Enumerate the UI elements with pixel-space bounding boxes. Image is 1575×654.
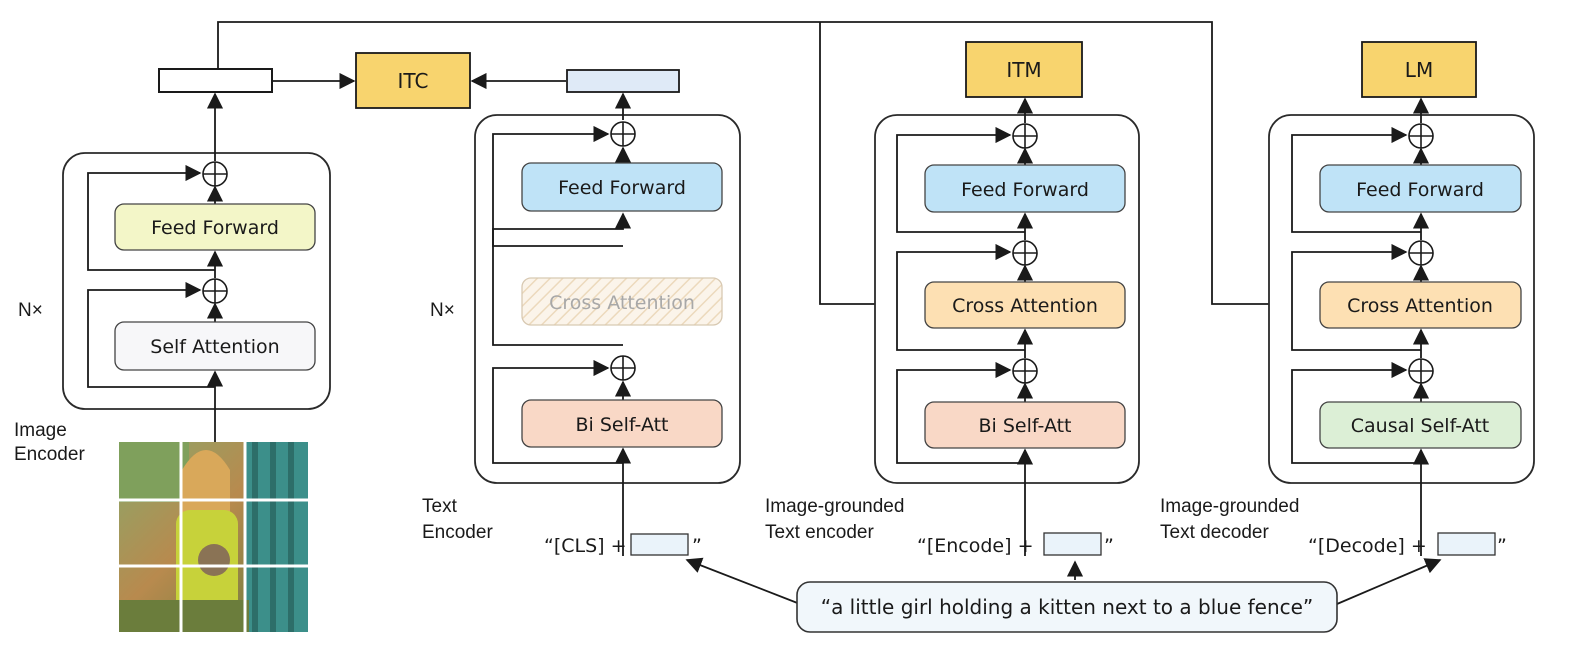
grounded-bi-self-att-label: Bi Self-Att <box>978 415 1071 437</box>
text-embedding-vector <box>566 69 680 93</box>
decoder-feed-forward-label: Feed Forward <box>1356 179 1484 201</box>
grounded-cross-attention-label: Cross Attention <box>952 295 1098 317</box>
residual-add-icon <box>1012 358 1038 384</box>
grounded-decoder-token-box <box>1437 532 1496 556</box>
grounded-decoder-input-suffix: ” <box>1497 535 1507 557</box>
grounded-bi-self-att-block <box>924 401 1126 449</box>
grounded-encoder-token-box <box>1043 532 1102 556</box>
image-grounded-text-encoder: ITM Bi Self-Att Cross Attention Feed For… <box>765 41 1140 557</box>
itm-label: ITM <box>1006 58 1041 82</box>
grounded-encoder-input-prefix: “[Encode] + <box>917 535 1034 557</box>
grounded-feed-forward-block <box>924 164 1126 213</box>
lm-label: LM <box>1405 58 1433 82</box>
grounded-encoder-label-line2: Text encoder <box>765 522 874 543</box>
image-grounded-text-decoder: LM Causal Self-Att Cross Attention Feed … <box>1160 41 1535 557</box>
decoder-feed-forward-block <box>1319 164 1522 213</box>
itm-box <box>965 41 1083 98</box>
text-token-box <box>630 533 689 556</box>
decoder-cross-attention-block <box>1319 281 1522 329</box>
image-encoder-repeat-label: N× <box>18 300 43 321</box>
residual-add-icon <box>1408 358 1434 384</box>
image-encoder: Image Encoder N× Self Attention Feed For… <box>14 68 331 632</box>
text-feed-forward-label: Feed Forward <box>558 177 686 199</box>
causal-self-att-label: Causal Self-Att <box>1351 415 1490 437</box>
itc-box <box>355 52 471 109</box>
grounded-decoder-label-line2: Text decoder <box>1160 522 1269 543</box>
caption-text: “a little girl holding a kitten next to … <box>821 595 1314 619</box>
residual-add-icon <box>1408 240 1434 266</box>
itc-objective: ITC <box>272 52 566 109</box>
grounded-feed-forward-label: Feed Forward <box>961 179 1089 201</box>
text-encoder-repeat-label: N× <box>430 300 455 321</box>
grounded-encoder-label-line1: Image-grounded <box>765 496 904 517</box>
grounded-encoder-input-suffix: ” <box>1104 535 1114 557</box>
input-caption: “a little girl holding a kitten next to … <box>685 557 1442 633</box>
text-encoder-label-line1: Text <box>422 496 458 517</box>
text-encoder-input-suffix: ” <box>692 535 702 557</box>
text-cross-attention-label: Cross Attention <box>549 292 695 314</box>
text-encoder-input-prefix: “[CLS] + <box>544 535 627 557</box>
image-self-attention-block <box>114 321 316 371</box>
residual-add-icon <box>610 355 636 381</box>
residual-add-icon <box>1012 123 1038 149</box>
residual-add-icon <box>202 278 228 304</box>
image-encoder-label-line2: Encoder <box>14 444 85 465</box>
image-feed-forward-label: Feed Forward <box>151 217 279 239</box>
image-feed-forward-block <box>114 203 316 251</box>
image-self-attention-label: Self Attention <box>150 336 279 358</box>
text-encoder: N× Bi Self-Att Cross Attention Feed Forw… <box>422 69 741 557</box>
residual-add-icon <box>610 121 636 147</box>
text-bi-self-att-label: Bi Self-Att <box>575 414 668 436</box>
text-feed-forward-block <box>521 162 723 212</box>
itc-label: ITC <box>398 69 429 93</box>
image-encoder-label-line1: Image <box>14 420 67 441</box>
text-cross-attention-disabled-block <box>521 277 723 326</box>
input-image-patches <box>119 442 308 632</box>
caption-box <box>796 581 1338 633</box>
grounded-cross-attention-block <box>924 281 1126 329</box>
text-bi-self-att-block <box>521 399 723 448</box>
grounded-decoder-label-line1: Image-grounded <box>1160 496 1299 517</box>
residual-add-icon <box>202 161 228 187</box>
residual-add-icon <box>1408 123 1434 149</box>
causal-self-att-block <box>1319 401 1522 449</box>
image-embedding-vector <box>158 68 273 93</box>
grounded-decoder-input-prefix: “[Decode] + <box>1308 535 1427 557</box>
lm-box <box>1361 41 1477 98</box>
decoder-cross-attention-label: Cross Attention <box>1347 295 1493 317</box>
text-encoder-label-line2: Encoder <box>422 522 493 543</box>
residual-add-icon <box>1012 240 1038 266</box>
